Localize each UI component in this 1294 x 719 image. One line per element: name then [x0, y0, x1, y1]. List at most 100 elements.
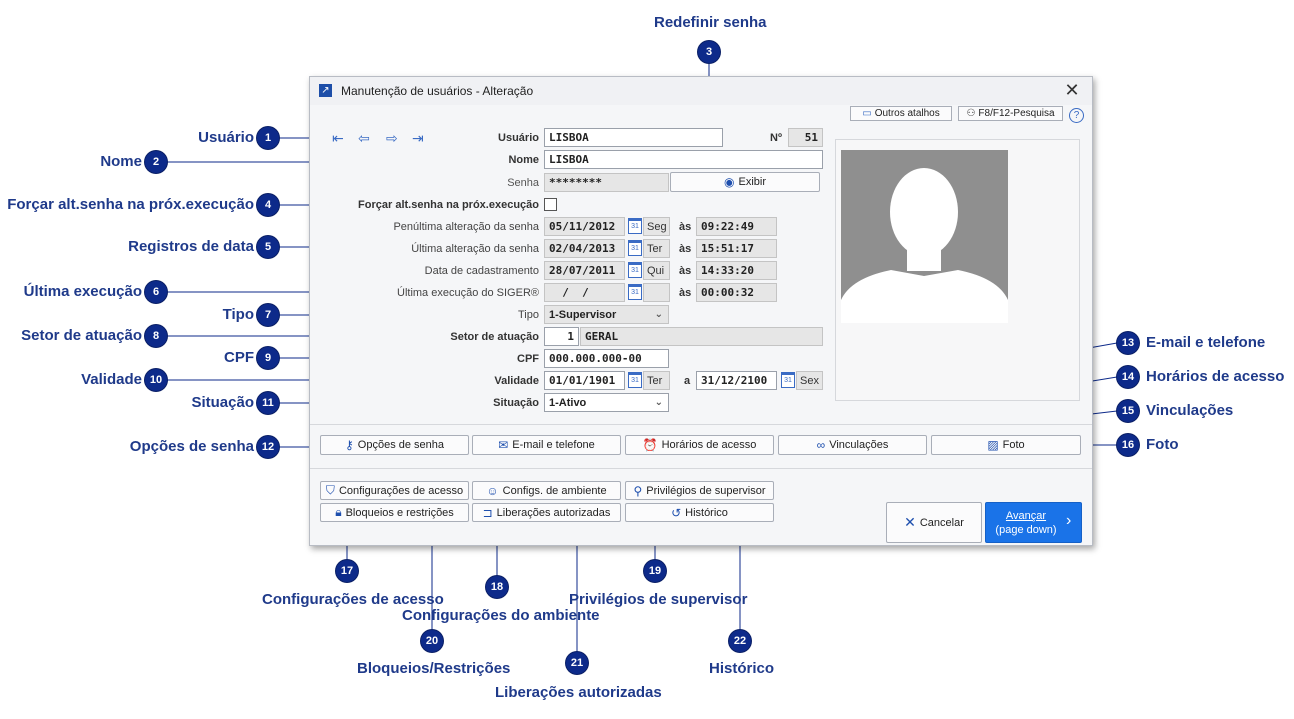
user-photo-placeholder[interactable] — [841, 150, 1008, 323]
unlock-icon: ⊐ — [482, 505, 493, 520]
help-icon[interactable]: ? — [1069, 108, 1084, 123]
callout-10-label: Validade — [81, 371, 142, 388]
cpf-label: CPF — [517, 353, 539, 365]
validade-a-label: a — [684, 375, 691, 387]
calendar-icon[interactable]: 31 — [628, 240, 642, 256]
situacao-select[interactable]: 1-Ativo ⌄ — [544, 393, 669, 412]
keyboard-icon: ▭ — [862, 108, 872, 119]
penultima-at: às — [679, 221, 692, 233]
callout-19-label: Privilégios de supervisor — [569, 591, 748, 608]
user-key-icon: ⚲ — [633, 483, 643, 498]
access-settings-label: Configurações de acesso — [338, 484, 464, 497]
callout-22-badge: 22 — [729, 630, 751, 652]
blocks-restrictions-label: Bloqueios e restrições — [345, 506, 454, 519]
callout-4-label: Forçar alt.senha na próx.execução — [7, 196, 254, 213]
senha-field: ******** — [544, 173, 669, 192]
callout-17-badge: 17 — [336, 560, 358, 582]
links-button[interactable]: ∞Vinculações — [778, 435, 927, 455]
setor-label: Setor de atuação — [450, 331, 539, 343]
last-record-icon[interactable]: ⇥ — [412, 131, 424, 147]
authorized-releases-label: Liberações autorizadas — [496, 506, 611, 519]
ultima-at: às — [679, 243, 692, 255]
calendar-icon[interactable]: 31 — [628, 262, 642, 278]
tipo-value: 1-Supervisor — [549, 309, 617, 321]
separator — [310, 424, 1092, 425]
validade-to-input[interactable]: 31/12/2100 — [696, 371, 777, 390]
cadastro-date: 28/07/2011 — [544, 261, 625, 280]
ultima-label: Última alteração da senha — [411, 243, 539, 255]
access-settings-button[interactable]: ⛉Configurações de acesso — [320, 481, 469, 500]
callout-4-badge: 4 — [257, 194, 279, 216]
ultima-execucao-time: 00:00:32 — [696, 283, 777, 302]
cadastro-label: Data de cadastramento — [424, 265, 539, 277]
forcar-checkbox[interactable] — [544, 198, 557, 211]
usuario-input[interactable]: LISBOA — [544, 128, 723, 147]
calendar-icon[interactable]: 31 — [628, 218, 642, 234]
penultima-date: 05/11/2012 — [544, 217, 625, 236]
setor-code-input[interactable]: 1 — [544, 327, 579, 346]
callout-11-badge: 11 — [257, 392, 279, 414]
access-hours-button[interactable]: ⏰Horários de acesso — [625, 435, 774, 455]
history-button[interactable]: ↺Histórico — [625, 503, 774, 522]
callout-21-badge: 21 — [566, 652, 588, 674]
cancel-label: Cancelar — [919, 516, 964, 529]
ultima-execucao-date: / / — [544, 283, 625, 302]
penultima-day: Seg — [643, 217, 670, 236]
chevron-down-icon: ⌄ — [654, 397, 663, 408]
callout-15-label: Vinculações — [1146, 402, 1234, 419]
situacao-value: 1-Ativo — [549, 397, 587, 409]
other-shortcuts-button[interactable]: ▭ Outros atalhos — [850, 106, 952, 121]
callout-14-badge: 14 — [1117, 366, 1139, 388]
callout-18-badge: 18 — [486, 576, 508, 598]
binoculars-icon: ⚇ — [966, 108, 976, 119]
validade-label: Validade — [494, 375, 539, 387]
authorized-releases-button[interactable]: ⊐Liberações autorizadas — [472, 503, 621, 522]
callout-18-label: Configurações do ambiente — [402, 607, 600, 624]
show-password-label: Exibir — [738, 176, 766, 188]
callout-6-label: Última execução — [23, 283, 142, 300]
window-title: Manutenção de usuários - Alteração — [341, 84, 534, 98]
email-phone-button[interactable]: ✉E-mail e telefone — [472, 435, 621, 455]
photo-label: Foto — [1002, 439, 1025, 451]
tipo-label: Tipo — [518, 309, 539, 321]
history-icon: ↺ — [671, 505, 682, 520]
close-button[interactable]: ✕ — [1064, 80, 1080, 101]
supervisor-privileges-button[interactable]: ⚲Privilégios de supervisor — [625, 481, 774, 500]
nome-input[interactable]: LISBOA — [544, 150, 823, 169]
callout-13-label: E-mail e telefone — [1146, 334, 1266, 351]
callout-14-label: Horários de acesso — [1146, 368, 1285, 385]
callout-2-label: Nome — [100, 153, 142, 170]
callout-22-label: Histórico — [709, 660, 775, 677]
next-record-icon[interactable]: ⇨ — [386, 131, 398, 147]
image-icon: ▨ — [987, 438, 999, 452]
app-icon: ↗ — [319, 84, 332, 97]
environment-settings-button[interactable]: ☺Configs. de ambiente — [472, 481, 621, 500]
show-password-button[interactable]: ◉ Exibir — [670, 172, 820, 192]
tipo-select[interactable]: 1-Supervisor ⌄ — [544, 305, 669, 324]
callout-20-label: Bloqueios/Restrições — [357, 660, 511, 677]
first-record-icon[interactable]: ⇤ — [332, 131, 344, 147]
password-options-button[interactable]: ⚷Opções de senha — [320, 435, 469, 455]
callout-6-badge: 6 — [145, 281, 167, 303]
search-button[interactable]: ⚇ F8/F12-Pesquisa — [958, 106, 1063, 121]
previous-record-icon[interactable]: ⇦ — [358, 131, 370, 147]
setor-name-field: GERAL — [580, 327, 823, 346]
history-label: Histórico — [685, 506, 728, 519]
other-shortcuts-label: Outros atalhos — [874, 108, 940, 119]
next-label: Avançar — [1005, 510, 1047, 522]
alarm-clock-icon: ⏰ — [642, 438, 658, 452]
callout-12-label: Opções de senha — [129, 438, 254, 455]
callout-9-badge: 9 — [257, 347, 279, 369]
cpf-input[interactable]: 000.000.000-00 — [544, 349, 669, 368]
calendar-icon[interactable]: 31 — [781, 372, 795, 388]
calendar-icon[interactable]: 31 — [628, 284, 642, 300]
validade-from-input[interactable]: 01/01/1901 — [544, 371, 625, 390]
next-button[interactable]: Avançar (page down) › — [985, 502, 1082, 543]
callout-2-badge: 2 — [145, 151, 167, 173]
calendar-icon[interactable]: 31 — [628, 372, 642, 388]
avatar-silhouette-icon — [841, 168, 1008, 323]
cancel-button[interactable]: ✕ Cancelar — [886, 502, 982, 543]
blocks-restrictions-button[interactable]: 🔒︎Bloqueios e restrições — [320, 503, 469, 522]
photo-button[interactable]: ▨Foto — [931, 435, 1081, 455]
search-label: F8/F12-Pesquisa — [978, 108, 1055, 119]
